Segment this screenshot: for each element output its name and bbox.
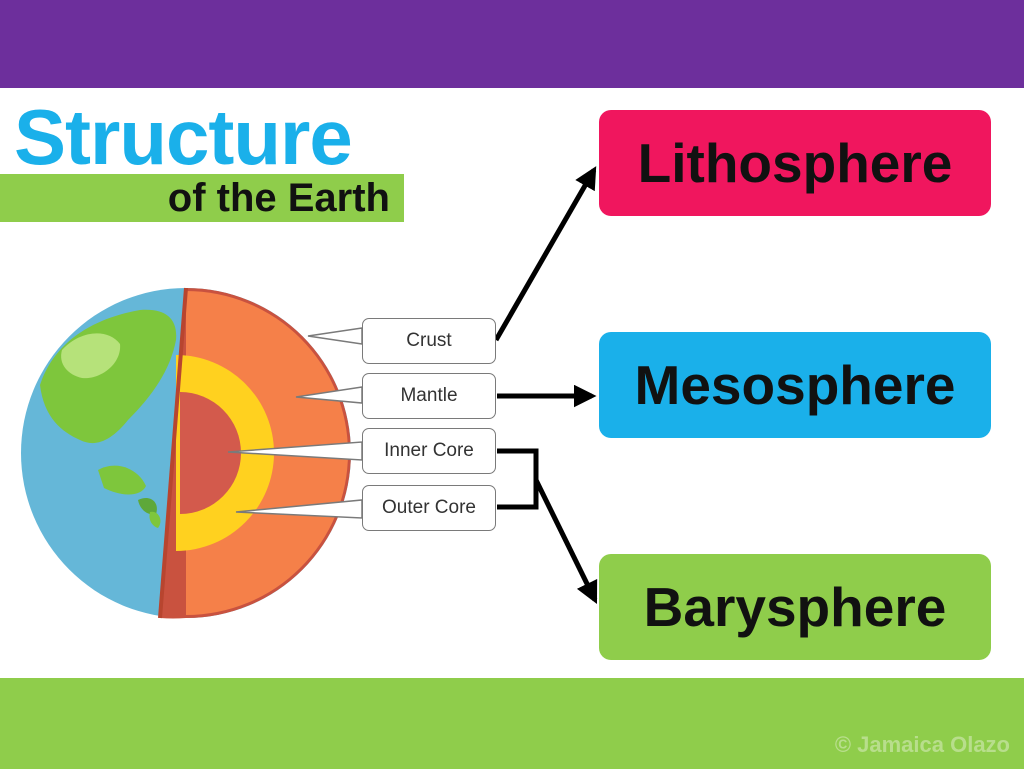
subtitle-band: of the Earth: [0, 174, 404, 222]
watermark: © Jamaica Olazo: [834, 732, 1010, 757]
arrow-crust-to-lithosphere: [493, 166, 597, 342]
connector-arrows: [493, 166, 598, 605]
label-inner-core: Inner Core: [362, 428, 496, 474]
label-outer-core: Outer Core: [362, 485, 496, 531]
bracket-core: [497, 448, 539, 510]
box-lithosphere: Lithosphere: [599, 110, 991, 216]
subtitle-of-the-earth: of the Earth: [167, 176, 390, 220]
top-banner: [0, 0, 1024, 88]
inner-core-layer: [180, 392, 241, 514]
box-barysphere: Barysphere: [599, 554, 991, 660]
box-mesosphere: Mesosphere: [599, 332, 991, 438]
arrow-core-to-barysphere: [533, 478, 598, 605]
label-mantle: Mantle: [362, 373, 496, 419]
bottom-banner: [0, 678, 1024, 769]
continents: [40, 309, 177, 528]
cut-edge: [158, 287, 188, 619]
title-structure: Structure: [14, 93, 353, 181]
label-crust: Crust: [362, 318, 496, 364]
